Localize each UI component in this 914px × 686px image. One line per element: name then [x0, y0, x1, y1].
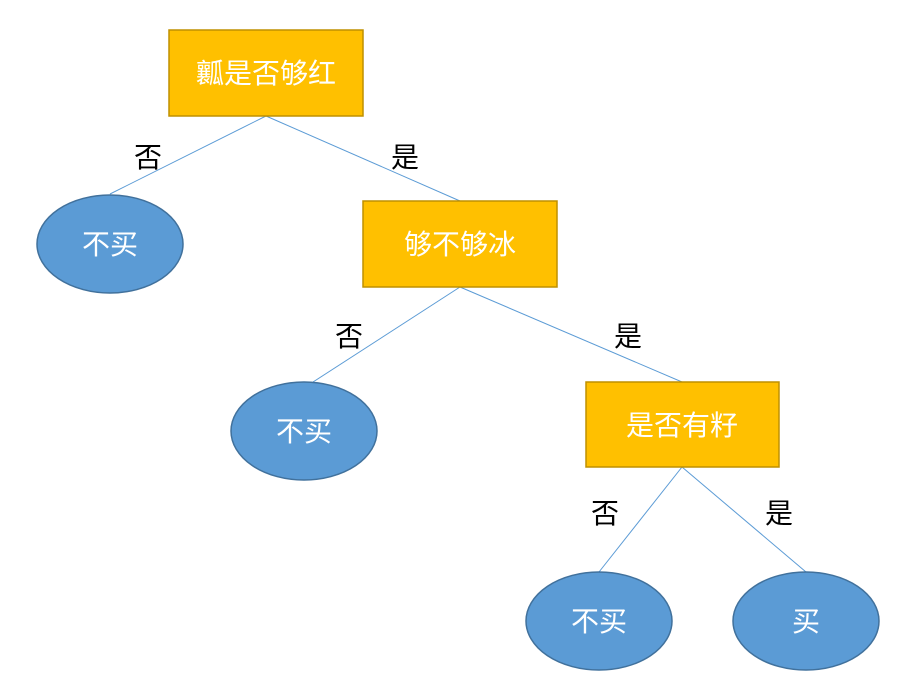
- leaf-node-no-buy-1: 不买: [36, 194, 184, 294]
- edge-label-yes-3: 是: [765, 497, 793, 530]
- leaf-node-no-buy-3: 不买: [525, 571, 673, 671]
- decision-box-1: [168, 29, 364, 117]
- edge-label-no-2: 否: [335, 320, 363, 353]
- edge-label-yes-2: 是: [614, 320, 642, 353]
- edge-line-d1-l1: [109, 115, 267, 195]
- leaf-node-no-buy-2: 不买: [230, 381, 378, 481]
- leaf-label-4: 买: [792, 605, 820, 638]
- leaf-oval-2: [230, 381, 378, 481]
- leaf-oval-3: [525, 571, 673, 671]
- leaf-label-3: 不买: [571, 605, 627, 638]
- edge-line-d2-d3: [459, 286, 683, 383]
- edge-line-d2-l2: [312, 286, 461, 383]
- decision-label-1: 瓤是否够红: [196, 57, 336, 90]
- edge-label-no-1: 否: [134, 141, 162, 174]
- leaf-label-2: 不买: [276, 415, 332, 448]
- edge-label-no-3: 否: [591, 497, 619, 530]
- decision-label-3: 是否有籽: [626, 409, 738, 442]
- decision-box-2: [362, 200, 558, 288]
- leaf-label-1: 不买: [82, 228, 138, 261]
- decision-label-2: 够不够冰: [404, 228, 516, 261]
- edge-line-d3-l3: [598, 466, 683, 573]
- leaf-oval-4: [732, 571, 880, 671]
- edge-label-yes-1: 是: [391, 141, 419, 174]
- decision-node-cold: 够不够冰: [362, 200, 558, 288]
- decision-node-seeds: 是否有籽: [585, 381, 780, 468]
- decision-node-flesh-red: 瓤是否够红: [168, 29, 364, 117]
- edge-line-d1-d2: [265, 115, 461, 202]
- leaf-oval-1: [36, 194, 184, 294]
- leaf-node-buy: 买: [732, 571, 880, 671]
- edge-line-d3-l4: [681, 466, 807, 573]
- decision-box-3: [585, 381, 780, 468]
- edge-lines: [109, 115, 807, 573]
